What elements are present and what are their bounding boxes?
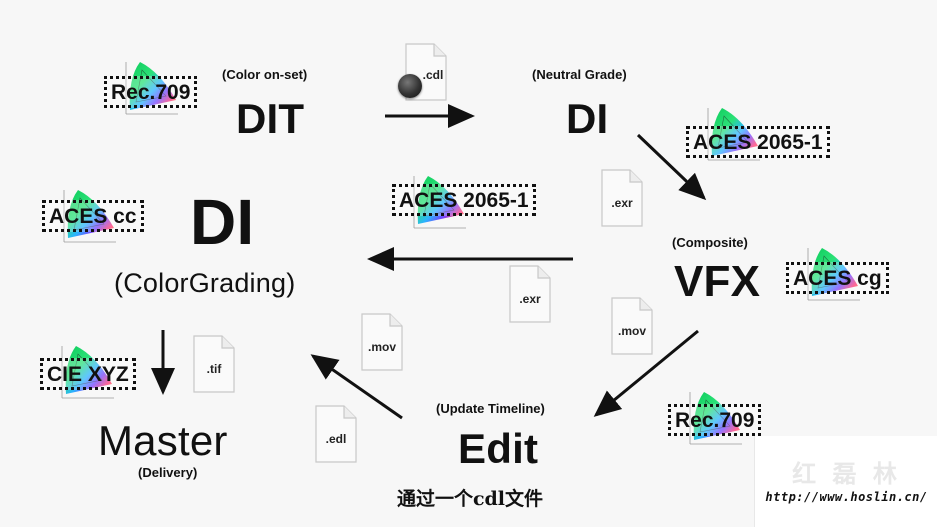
- di-main-subtitle-close: ): [286, 268, 296, 298]
- vfx-subtitle-close: ): [743, 235, 748, 250]
- chromaticity-diagram-icon: [125, 62, 178, 115]
- di-neutral-subtitle-close: ): [622, 67, 627, 82]
- edit-subtitle: (Update Timeline): [436, 402, 545, 415]
- di-main-subtitle: (ColorGrading): [114, 270, 295, 297]
- watermark-url: http://www.hoslin.cn/: [765, 490, 928, 504]
- file-icon-mov-left: .mov: [360, 312, 404, 372]
- gamut-label-di-main: ACES cc: [42, 200, 144, 232]
- dit-subtitle-open: (: [222, 67, 227, 82]
- cursor-dot: [398, 74, 422, 98]
- document-icon: [193, 335, 235, 393]
- edit-title: Edit: [458, 425, 539, 472]
- gamut-label-edit: Rec.709: [668, 404, 762, 436]
- gamut-badge-transfer: ACES 2065-1: [392, 172, 542, 232]
- gamut-badge-di-neutral: ACES 2065-1: [686, 104, 836, 164]
- master-subtitle-text: Delivery: [142, 465, 193, 480]
- edit-subtitle-open: (: [436, 401, 441, 416]
- watermark-logo: 红 磊 林: [792, 460, 901, 488]
- file-ext-exr-top: .exr: [611, 196, 633, 210]
- gamut-label-master: CIE XYZ: [40, 358, 136, 390]
- chromaticity-diagram-icon: [707, 108, 760, 161]
- di-neutral-title: DI: [566, 95, 609, 142]
- vfx-subtitle: (Composite): [672, 236, 748, 249]
- caption: 通过一个cdl文件: [396, 488, 544, 510]
- dit-subtitle: (Color on-set): [222, 68, 307, 81]
- di-neutral-subtitle-open: (: [532, 67, 537, 82]
- gamut-badge-master: CIE XYZ: [40, 342, 140, 402]
- vfx-subtitle-open: (: [672, 235, 677, 250]
- master-title: Master: [98, 417, 228, 464]
- file-icon-tif: .tif: [192, 334, 236, 394]
- document-icon: [509, 265, 551, 323]
- di-main-subtitle-open: (: [114, 268, 124, 298]
- chromaticity-diagram-icon: [413, 176, 466, 229]
- vfx-subtitle-text: Composite: [676, 235, 744, 250]
- gamut-badge-di-main: ACES cc: [42, 186, 144, 246]
- master-subtitle-open: (: [138, 465, 143, 480]
- file-ext-edl: .edl: [325, 432, 347, 446]
- file-ext-cdl: .cdl: [422, 68, 444, 82]
- file-icon-mov-right: .mov: [610, 296, 654, 356]
- document-icon: [611, 297, 653, 355]
- file-ext-tif: .tif: [206, 362, 222, 376]
- file-ext-mov-left: .mov: [367, 340, 396, 354]
- gamut-badge-dit: Rec.709: [104, 58, 204, 118]
- edit-subtitle-text: Update Timeline: [440, 401, 541, 416]
- vfx-title: VFX: [674, 257, 761, 306]
- file-icon-exr-mid: .exr: [508, 264, 552, 324]
- gamut-badge-edit: Rec.709: [668, 388, 768, 448]
- gamut-label-transfer: ACES 2065-1: [392, 184, 536, 216]
- file-ext-exr-mid: .exr: [519, 292, 541, 306]
- document-icon: [361, 313, 403, 371]
- document-icon: [601, 169, 643, 227]
- file-icon-exr-top: .exr: [600, 168, 644, 228]
- di-main-title: DI: [190, 186, 255, 258]
- di-main-subtitle-text: ColorGrading: [123, 268, 287, 298]
- dit-title: DIT: [236, 95, 305, 142]
- di-neutral-subtitle: (Neutral Grade): [532, 68, 627, 81]
- gamut-label-vfx: ACES cg: [786, 262, 889, 294]
- gamut-label-di-neutral: ACES 2065-1: [686, 126, 830, 158]
- edit-subtitle-close: ): [540, 401, 545, 416]
- watermark: 红 磊 林 http://www.hoslin.cn/: [754, 436, 937, 527]
- file-ext-mov-right: .mov: [617, 324, 646, 338]
- master-subtitle-close: ): [192, 465, 198, 480]
- gamut-badge-vfx: ACES cg: [786, 244, 889, 304]
- dit-subtitle-close: ): [302, 67, 308, 82]
- master-subtitle: (Delivery): [138, 466, 197, 479]
- gamut-label-dit: Rec.709: [104, 76, 198, 108]
- document-icon: [315, 405, 357, 463]
- dit-subtitle-text: Color on-set: [226, 67, 303, 82]
- file-icon-edl: .edl: [314, 404, 358, 464]
- di-neutral-subtitle-text: Neutral Grade: [536, 67, 623, 82]
